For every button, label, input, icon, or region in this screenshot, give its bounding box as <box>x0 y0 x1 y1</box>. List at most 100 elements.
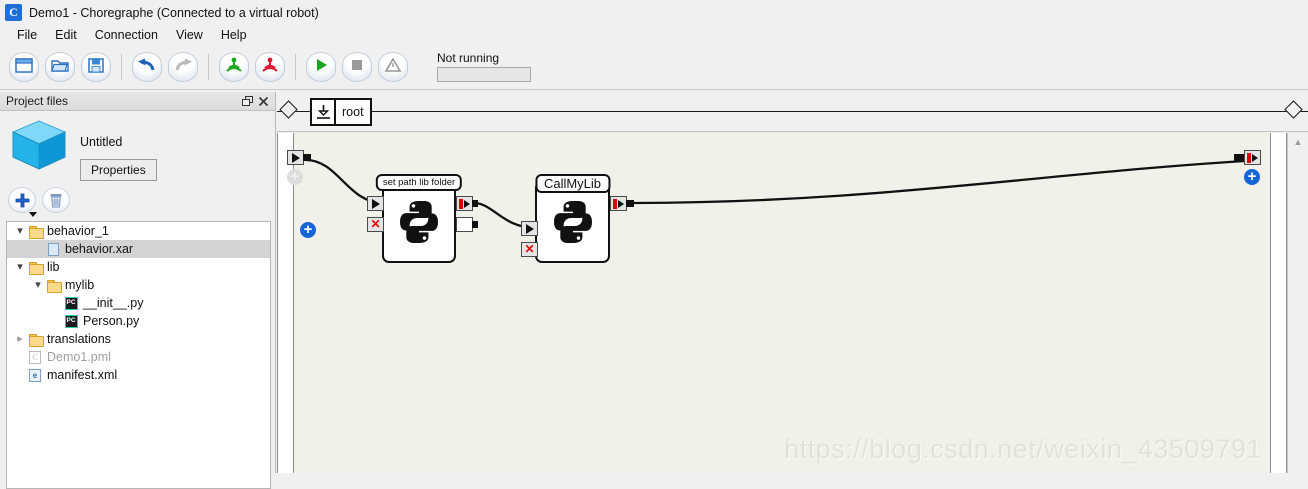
diagram-input-port[interactable] <box>287 150 304 165</box>
open-folder-icon <box>51 58 69 76</box>
play-triangle-icon <box>371 198 380 209</box>
box1-input-port[interactable] <box>367 196 384 211</box>
menu-edit[interactable]: Edit <box>55 27 77 42</box>
menu-file[interactable]: File <box>17 27 38 42</box>
tree-item-mylib[interactable]: ▾mylib <box>7 276 270 294</box>
stop-button[interactable] <box>342 51 372 82</box>
box1-secondary-output-port[interactable] <box>456 217 473 232</box>
tree-item-label: behavior.xar <box>65 242 134 256</box>
menu-view[interactable]: View <box>175 27 203 42</box>
undo-button[interactable] <box>132 51 162 82</box>
twisty-expanded-icon[interactable]: ▾ <box>17 260 23 273</box>
add-input-port-ghost-button[interactable]: + <box>287 169 303 185</box>
warning-button[interactable] <box>378 51 408 82</box>
run-status-label: Not running <box>437 51 500 65</box>
red-bar-icon <box>613 198 617 209</box>
diagram-output-port[interactable] <box>1244 150 1261 165</box>
tree-item-label: Person.py <box>83 314 140 328</box>
toolbar: Not running <box>0 44 1308 90</box>
flow-editor-area: root + + set p <box>277 92 1308 473</box>
tree-item-demo1-pml[interactable]: C Demo1.pml <box>7 348 270 366</box>
redo-button[interactable] <box>168 51 198 82</box>
add-file-button[interactable] <box>8 187 37 217</box>
twisty-collapsed-icon[interactable]: ▸ <box>17 332 23 345</box>
project-name: Untitled <box>80 135 123 149</box>
dropdown-caret-icon <box>29 212 37 217</box>
twisty-expanded-icon[interactable]: ▾ <box>17 224 23 237</box>
watermark: https://blog.csdn.net/weixin_43509791 <box>784 434 1262 464</box>
properties-button[interactable]: Properties <box>80 159 157 181</box>
tree-item-label: lib <box>47 260 60 274</box>
folder-icon <box>28 333 44 347</box>
tree-item-label: Demo1.pml <box>47 350 111 364</box>
disconnect-button[interactable] <box>255 51 285 82</box>
play-button[interactable] <box>306 51 336 82</box>
pml-file-icon: C <box>29 350 41 364</box>
box1-error-port[interactable]: ✕ <box>367 217 384 232</box>
tree-item-label: behavior_1 <box>47 224 109 238</box>
play-triangle-icon <box>525 223 534 234</box>
new-button[interactable] <box>9 51 39 82</box>
tree-item-label: __init__.py <box>83 296 144 310</box>
input-port-stub <box>303 154 311 161</box>
menu-help[interactable]: Help <box>220 27 247 42</box>
tree-item-translations[interactable]: ▸ translations <box>7 330 270 348</box>
tree-item-behavior-1[interactable]: ▾ behavior_1 <box>7 222 270 240</box>
scroll-up-arrow-icon[interactable]: ▲ <box>1293 136 1303 147</box>
pycharm-icon: PC <box>64 296 78 310</box>
plus-glyph: + <box>303 221 313 238</box>
folder-icon <box>28 261 44 275</box>
canvas-vertical-scrollbar[interactable]: ▲ <box>1287 133 1308 473</box>
tree-item-init-py[interactable]: PC __init__.py <box>7 294 270 312</box>
trash-icon <box>50 193 62 208</box>
folder-icon <box>28 225 44 239</box>
add-output-port-button[interactable]: + <box>1244 169 1260 185</box>
red-bar-icon <box>459 198 463 209</box>
plus-glyph: + <box>1247 168 1257 185</box>
breadcrumb-root-label: root <box>342 105 364 119</box>
box2-output-port[interactable] <box>610 196 627 211</box>
x-mark-icon: ✕ <box>370 217 381 231</box>
project-files-title-bar: Project files <box>0 92 275 111</box>
twisty-expanded-icon[interactable]: ▾ <box>35 278 41 291</box>
flow-box-callmylib[interactable]: CallMyLib <box>534 174 611 263</box>
tree-item-lib[interactable]: ▾ lib <box>7 258 270 276</box>
diagram-canvas[interactable]: + + set path lib folder ✕ <box>277 133 1287 473</box>
project-header: Untitled Properties <box>0 111 275 181</box>
add-input-port-button[interactable]: + <box>300 222 316 238</box>
run-progress-bar <box>437 67 531 82</box>
connect-button[interactable] <box>219 51 249 82</box>
save-button[interactable] <box>81 51 111 82</box>
close-icon[interactable] <box>255 94 271 109</box>
choregraphe-window: C Demo1 - Choregraphe (Connected to a vi… <box>0 4 1308 489</box>
plus-glyph: + <box>290 168 300 185</box>
folder-icon <box>46 279 62 293</box>
canvas-left-gutter <box>278 133 294 473</box>
tree-item-label: translations <box>47 332 111 346</box>
play-triangle-icon <box>291 152 300 163</box>
tree-item-behavior-xar[interactable]: behavior.xar <box>7 240 270 258</box>
panel-title-label: Project files <box>6 94 69 108</box>
box2-input-port[interactable] <box>521 221 538 236</box>
enter-diagram-icon <box>312 100 336 124</box>
box1-secondary-output-stub <box>472 221 478 228</box>
open-button[interactable] <box>45 51 75 82</box>
xml-file-icon: e <box>29 368 41 382</box>
play-icon <box>313 57 329 76</box>
box1-output-port[interactable] <box>456 196 473 211</box>
x-mark-icon: ✕ <box>524 242 535 256</box>
menu-connection[interactable]: Connection <box>94 27 158 42</box>
breadcrumb: root <box>277 92 1308 132</box>
wire-box2-to-end <box>627 158 1262 205</box>
undock-icon[interactable] <box>239 94 255 109</box>
flow-box-set-path-lib-folder[interactable]: set path lib folder <box>375 174 463 263</box>
canvas-right-gutter <box>1270 133 1286 473</box>
box1-output-stub <box>472 200 478 207</box>
play-triangle-icon <box>464 199 470 208</box>
breadcrumb-root-node[interactable]: root <box>310 98 372 126</box>
box2-error-port[interactable]: ✕ <box>521 242 538 257</box>
delete-file-button[interactable] <box>42 187 70 213</box>
